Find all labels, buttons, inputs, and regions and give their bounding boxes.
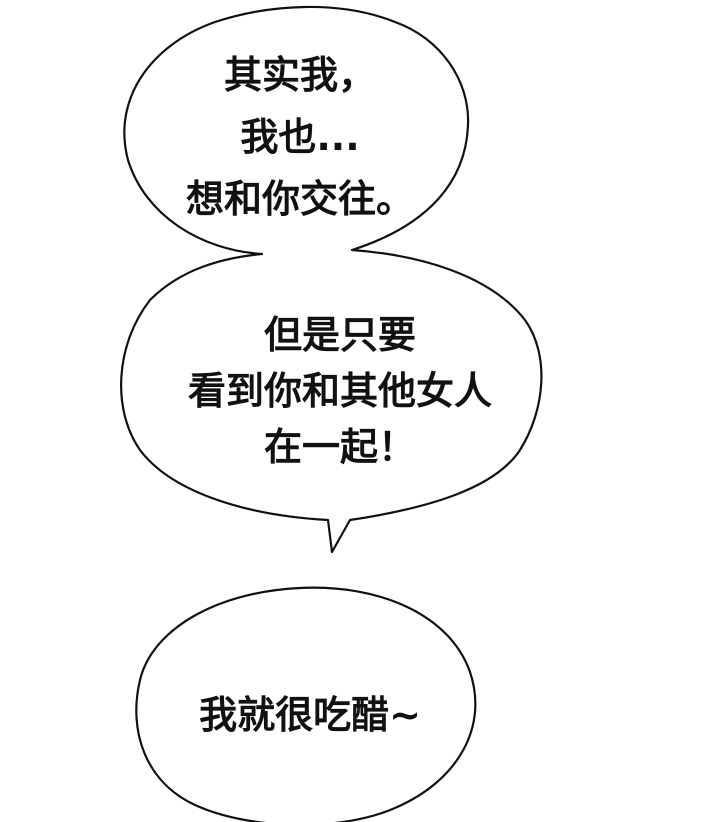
bubble-line: 想和你交往。 — [185, 177, 414, 221]
bubble-line: 看到你和其他女人 — [187, 369, 492, 413]
bubble-line: 其实我， — [223, 53, 376, 97]
bubble-line: 我就很吃醋~ — [199, 693, 421, 737]
bubble-text-upper: 其实我， 我也... 想和你交往。 — [170, 56, 430, 242]
bubble-line: 但是只要 — [263, 313, 416, 357]
bubble-line: 我也... — [240, 115, 360, 159]
bubble-text-middle: 但是只要 看到你和其他女人 在一起！ — [160, 316, 520, 484]
speech-bubble-upper — [120, 5, 543, 554]
speech-bubble-lower — [135, 586, 477, 822]
bubble-text-lower: 我就很吃醋~ — [170, 696, 450, 734]
bubble-line: 在一起！ — [263, 425, 416, 469]
